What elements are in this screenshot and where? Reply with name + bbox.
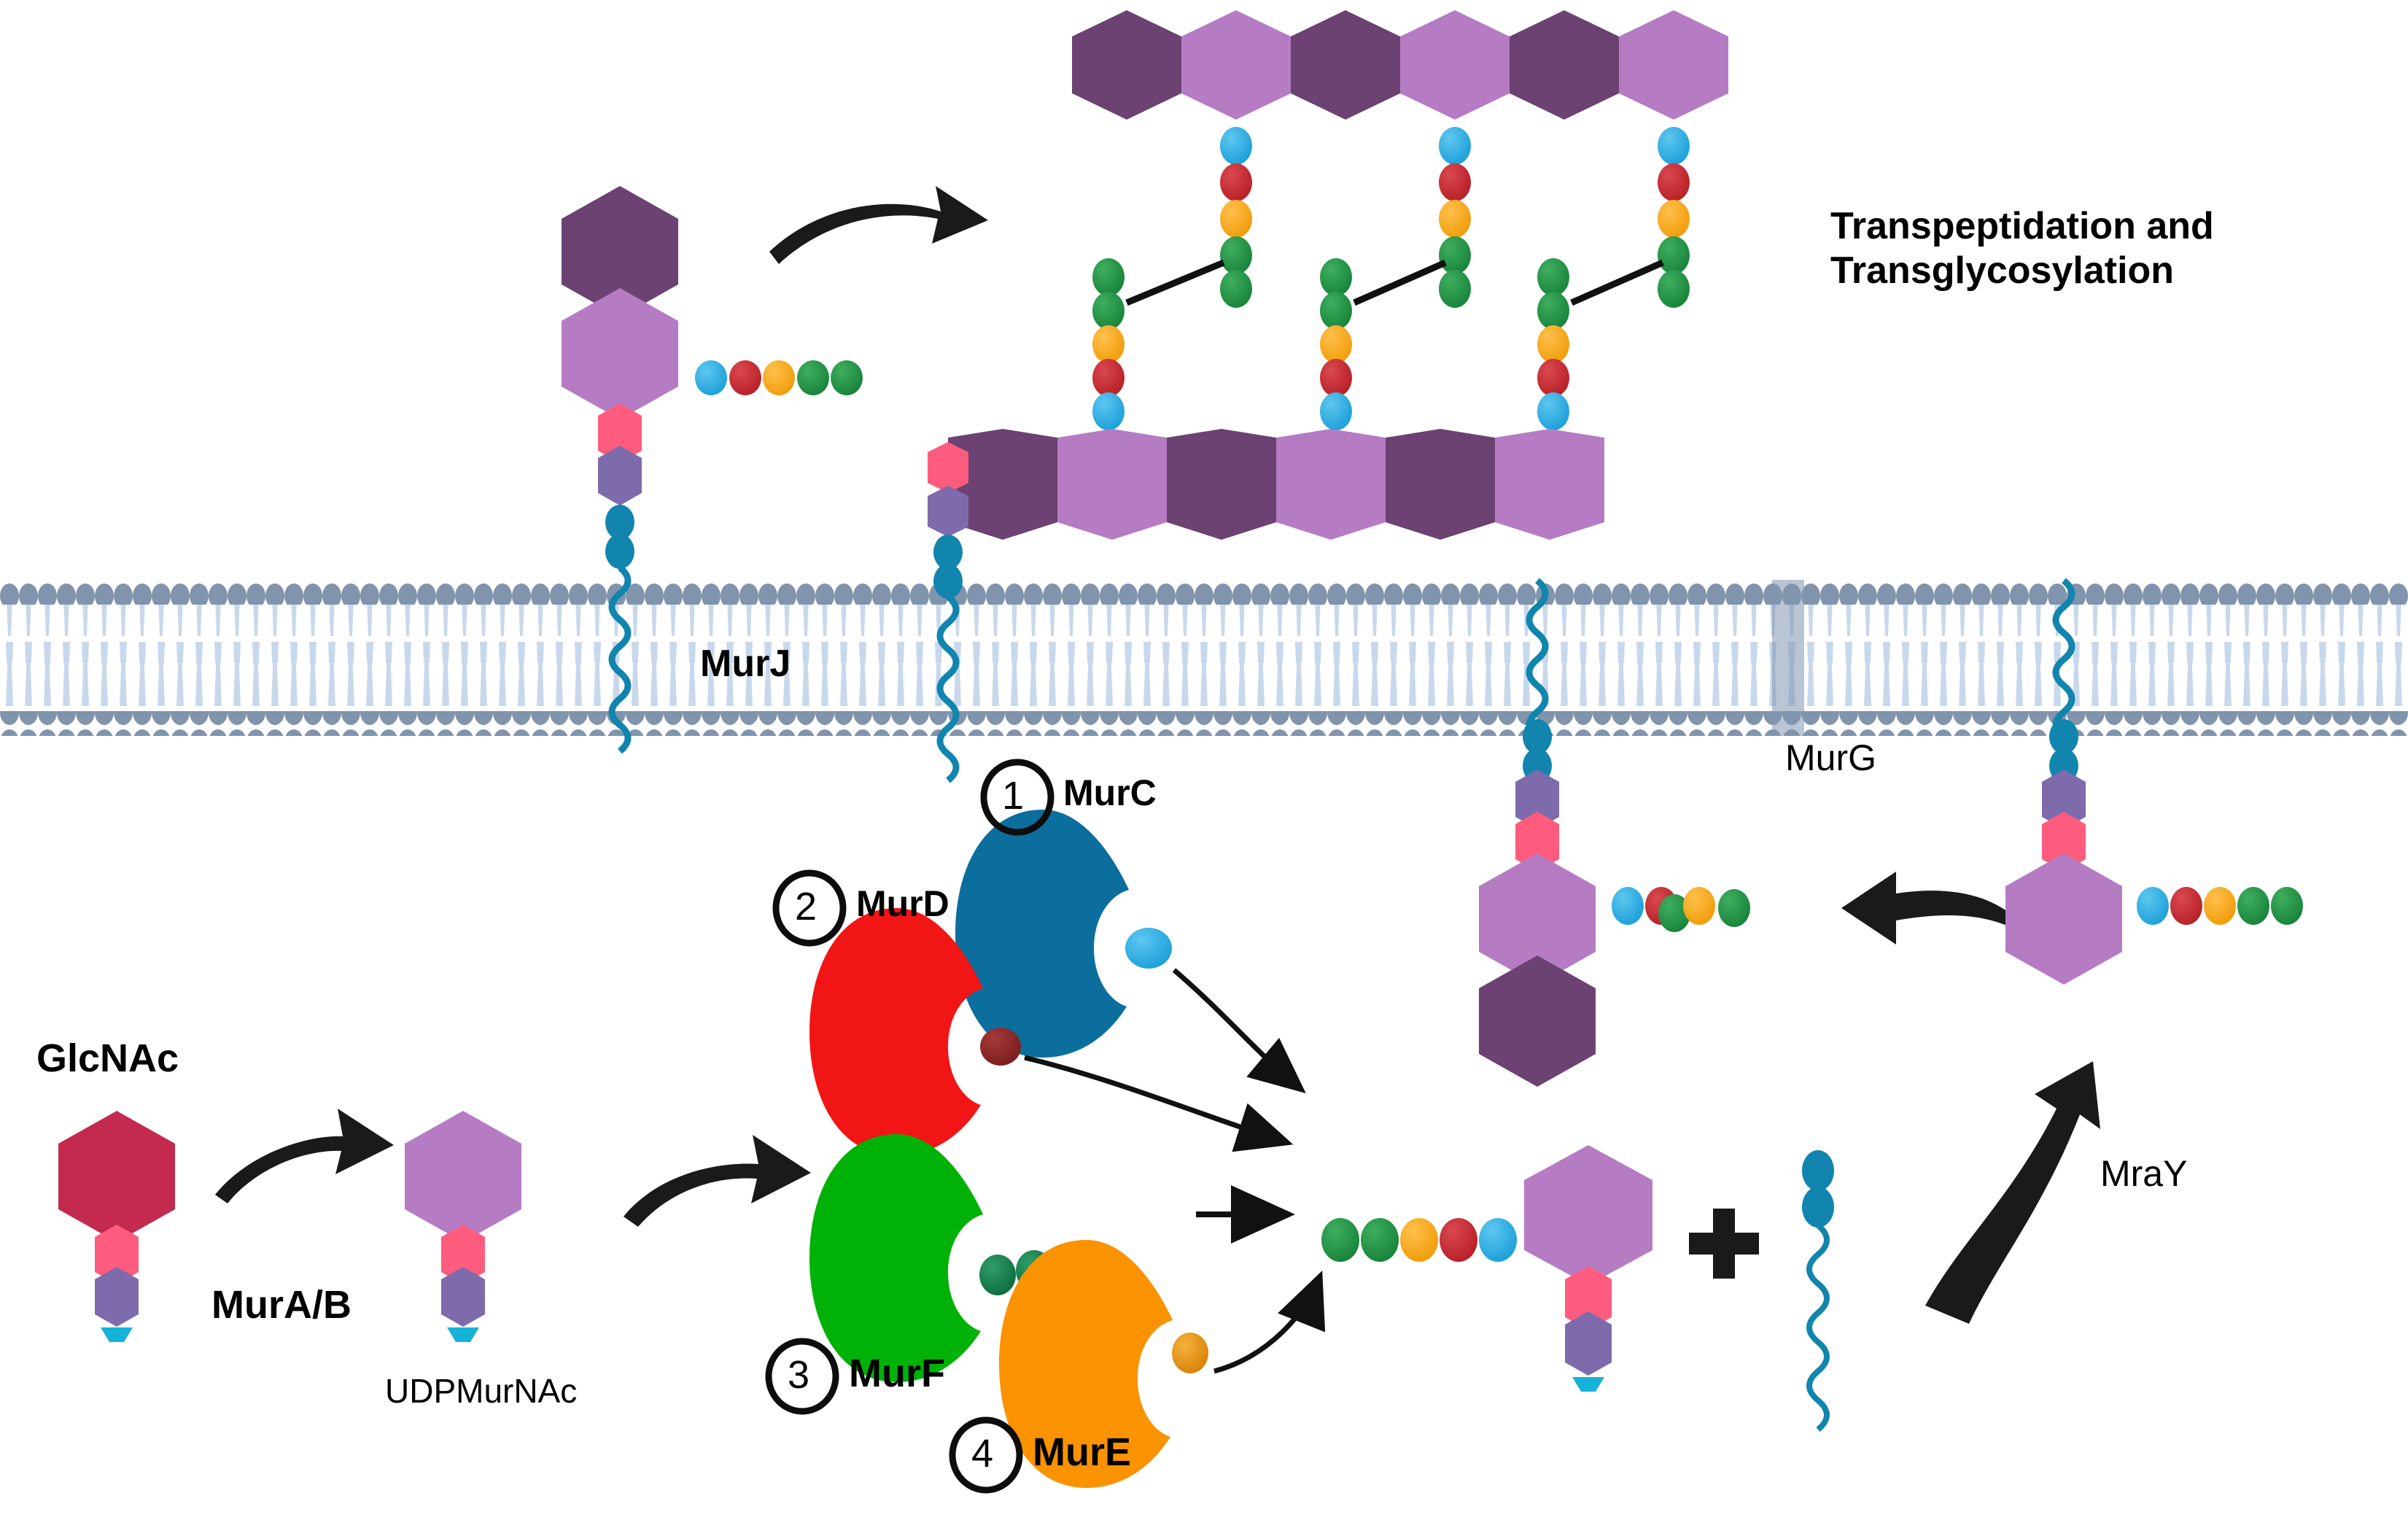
murg-transporter-block xyxy=(1772,580,1804,736)
enzyme-number-1: 1 xyxy=(1002,774,1025,818)
arrow-mray-upward xyxy=(1925,1061,2100,1324)
udpmurnac-structure xyxy=(405,1111,521,1342)
undecaprenyl-phosphate xyxy=(1802,1150,1834,1432)
murd-substrate-bead xyxy=(980,1028,1021,1066)
enzyme-mure[interactable] xyxy=(999,1240,1208,1488)
undecaprenyl-tail-in-membrane-mid xyxy=(1526,578,1549,741)
lipid-II-cytoplasmic xyxy=(1479,719,1750,1087)
peptide-crosslinks xyxy=(1125,259,1664,306)
circle-2 xyxy=(772,869,847,947)
purple-hexagon xyxy=(598,446,642,505)
enzyme-murc[interactable] xyxy=(955,810,1172,1058)
circle-1 xyxy=(980,759,1055,836)
plus-sign xyxy=(1689,1209,1759,1279)
glycan-strand-upper xyxy=(1072,10,1728,120)
enzyme-label-murc: MurC xyxy=(1063,772,1157,813)
arrow-mure-to-product xyxy=(1213,1271,1326,1374)
label-murj: MurJ xyxy=(700,643,791,685)
udpmurnac-pentapeptide-product xyxy=(1321,1145,1652,1392)
glcnac-hexagon xyxy=(562,186,678,317)
circle-4 xyxy=(949,1416,1023,1494)
pentapeptide-lipidI xyxy=(2137,887,2303,925)
murf-substrate-bead-1 xyxy=(979,1255,1016,1295)
enzyme-label-murd: MurD xyxy=(856,883,949,924)
arrow-murd-to-product xyxy=(1024,1055,1294,1152)
enzyme-number-4: 4 xyxy=(971,1432,994,1476)
arrow-murg-leftward xyxy=(1841,872,2035,945)
arrow-murc-to-product xyxy=(1172,968,1306,1093)
lipid-tail xyxy=(608,565,632,754)
pentapeptide-lipidII-cyto xyxy=(1612,887,1750,932)
pentapeptide-product xyxy=(1321,1218,1517,1262)
stem-peptides-lower xyxy=(1092,258,1569,430)
circle-3 xyxy=(765,1338,839,1415)
label-mray: MraY xyxy=(2100,1153,2188,1194)
lipid-II-flipped-left xyxy=(562,186,863,754)
murnac-hexagon xyxy=(562,288,678,419)
stem-peptides-upper xyxy=(1220,127,1690,308)
arrow-into-murf xyxy=(624,1135,811,1227)
enzyme-murd[interactable] xyxy=(809,908,1021,1156)
arrow-polymerization xyxy=(769,186,988,264)
label-glcnac: GlcNAc xyxy=(36,1036,179,1080)
label-udpmurnac: UDPMurNAc xyxy=(385,1372,578,1410)
arrow-murab xyxy=(215,1109,394,1203)
glcnac-precursor xyxy=(58,1111,175,1342)
lipid-anchor-lower-strand xyxy=(928,442,968,783)
membrane-bilayer xyxy=(0,580,2408,736)
enzyme-number-circles xyxy=(765,759,1055,1494)
enzyme-number-2: 2 xyxy=(795,885,817,928)
label-murg: MurG xyxy=(1785,737,1876,778)
enzyme-label-mure: MurE xyxy=(1033,1430,1131,1474)
lipid-I-structure xyxy=(2005,719,2303,985)
enzyme-number-3: 3 xyxy=(788,1353,810,1397)
enzyme-label-murf: MurF xyxy=(849,1352,945,1395)
pink-hexagon xyxy=(598,403,642,463)
thin-reaction-arrows xyxy=(1024,968,1326,1374)
undecaprenyl-tail-in-membrane-right xyxy=(2052,578,2075,741)
murc-substrate-bead xyxy=(1125,928,1172,969)
label-murab: MurA/B xyxy=(211,1283,352,1327)
pentapeptide-lipidII-left xyxy=(695,360,863,395)
glcnac-hexagon xyxy=(58,1111,175,1242)
glycan-strand-lower xyxy=(948,429,1604,540)
mure-substrate-bead xyxy=(1172,1333,1208,1373)
